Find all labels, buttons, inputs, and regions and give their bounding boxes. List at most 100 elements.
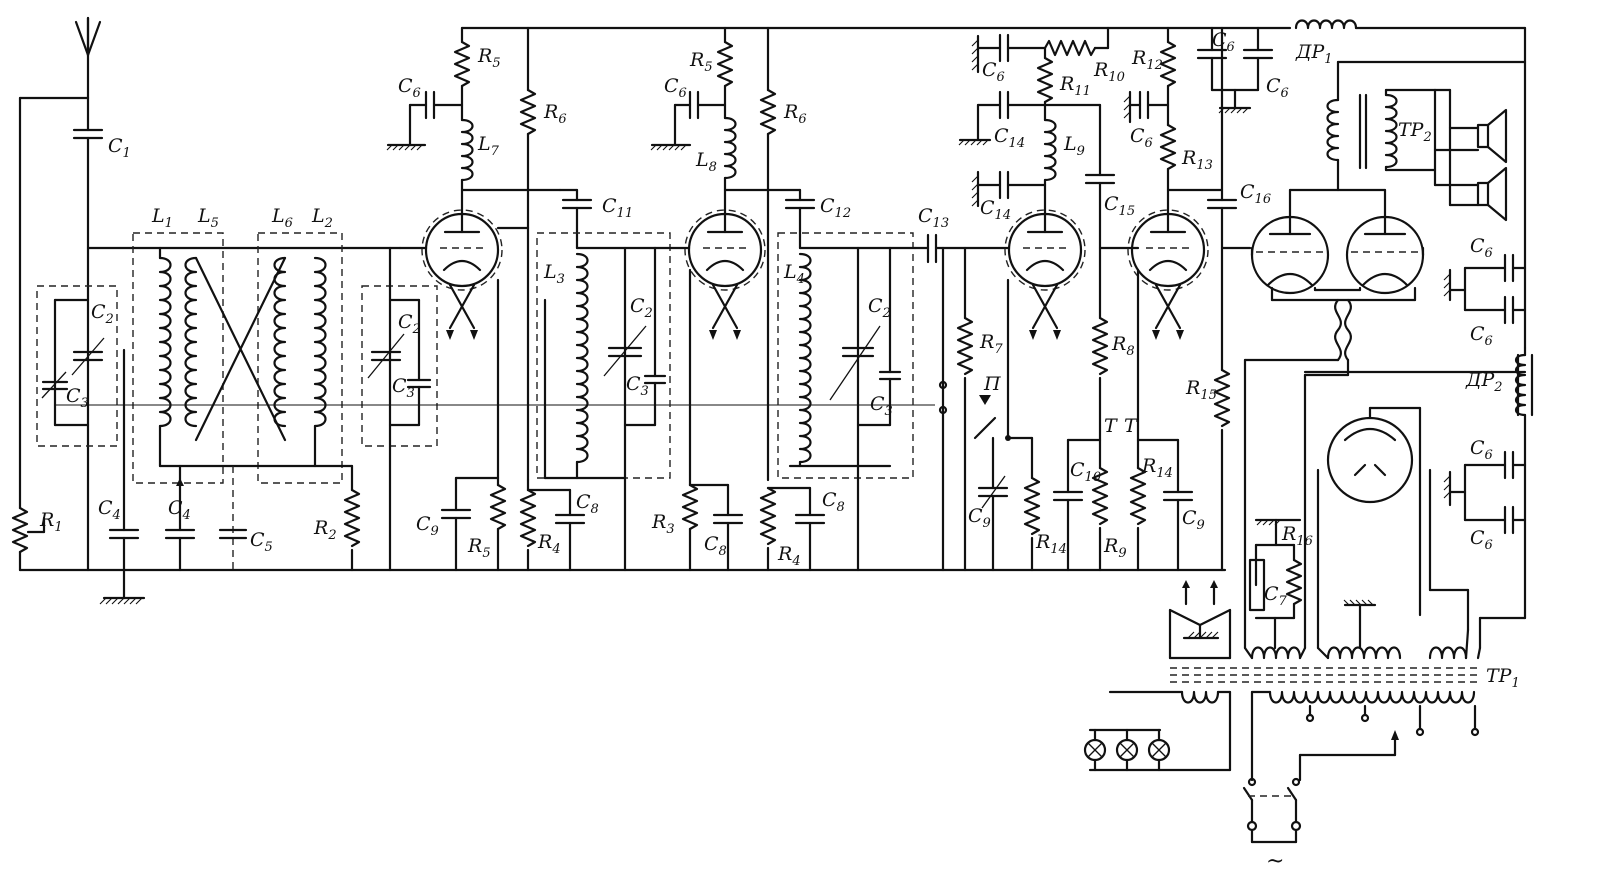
output-transformer-tr2 <box>1326 60 1527 192</box>
capacitor-c6 <box>1463 505 1527 535</box>
variable-capacitor-c2 <box>603 325 647 377</box>
label-c13: C13 <box>918 205 949 231</box>
resistor-r6 <box>519 88 537 136</box>
label-c9: C9 <box>416 513 439 539</box>
coil-l8 <box>723 116 737 217</box>
label-l4: L4 <box>783 261 805 287</box>
vacuum-tube-4 <box>1127 209 1209 340</box>
resistor-r14 <box>1129 438 1147 572</box>
trimmer-capacitor-c9 <box>977 475 1009 572</box>
capacitor-c9 <box>440 476 472 572</box>
label-l1: L1 <box>151 205 173 231</box>
label-c3: C3 <box>626 373 649 399</box>
coil-l9 <box>1043 118 1057 217</box>
variable-capacitor-c2 <box>829 325 881 401</box>
resistor-r3 <box>681 483 699 572</box>
label-c9: C9 <box>1182 507 1205 533</box>
capacitor-c10 <box>1052 438 1084 572</box>
capacitor-c6 <box>1463 295 1527 325</box>
label-c6: C6 <box>1470 235 1493 261</box>
capacitor-c6 <box>1463 253 1527 283</box>
capacitor-c16 <box>1206 26 1238 372</box>
label-r5: R5 <box>689 49 713 75</box>
label-r12: R12 <box>1131 47 1163 73</box>
resistor-r14 <box>1023 436 1041 572</box>
label-l8: L8 <box>695 149 717 175</box>
resistor-r9 <box>1091 466 1109 572</box>
capacitor-c9 <box>1162 438 1194 572</box>
choke-dr2 <box>1514 346 1534 417</box>
lamp-icon <box>1147 738 1171 762</box>
label-l5: L5 <box>197 205 219 231</box>
capacitor-c6 <box>386 90 464 151</box>
label-c6: C6 <box>1470 323 1493 349</box>
resistor-r5 <box>489 483 507 572</box>
resistor-r7 <box>956 316 974 572</box>
label-c6: C6 <box>1470 527 1493 553</box>
trimmer-capacitor-c3 <box>623 246 667 427</box>
label-r15: R15 <box>1185 377 1217 403</box>
label-c2: C2 <box>630 295 653 321</box>
label-r9: R9 <box>1103 535 1127 561</box>
capacitor-c12 <box>784 188 816 250</box>
capacitor-c8 <box>794 486 826 572</box>
capacitor-c6 <box>971 33 1047 74</box>
label-l7: L7 <box>477 133 500 159</box>
label-tr1: ТР1 <box>1486 665 1520 691</box>
coil-l1 <box>158 246 172 468</box>
capacitor-c14 <box>971 170 1047 208</box>
label-r5: R5 <box>477 45 501 71</box>
power-transformer-tr1 <box>1170 646 1480 704</box>
variable-capacitor-c2 <box>71 337 105 376</box>
capacitor-c6 <box>1242 26 1274 92</box>
label-c8: C8 <box>576 491 599 517</box>
trimmer-capacitor-c3 <box>388 298 432 427</box>
label-t: T <box>1124 415 1138 437</box>
label-t: T <box>1104 415 1118 437</box>
capacitor-c7 <box>1248 558 1266 612</box>
label-c8: C8 <box>822 489 845 515</box>
label-c2: C2 <box>91 301 114 327</box>
label-c12: C12 <box>820 195 851 221</box>
label-c10: C10 <box>1070 459 1101 485</box>
label-r4: R4 <box>537 531 561 557</box>
label-c6: C6 <box>1266 75 1289 101</box>
label-l2: L2 <box>311 205 333 231</box>
label-c2: C2 <box>398 311 421 337</box>
resistor-r4 <box>759 486 777 572</box>
resistor-r16 <box>1285 558 1303 620</box>
label-r8: R8 <box>1111 333 1135 359</box>
rectifier-tube <box>1326 416 1414 504</box>
label-r5: R5 <box>467 535 491 561</box>
coil-l7 <box>460 118 474 217</box>
resistor-r12 <box>1159 26 1177 88</box>
label-r2: R2 <box>313 517 337 543</box>
coil-l2 <box>313 256 327 428</box>
label-c6: C6 <box>1470 437 1493 463</box>
label-c9: C9 <box>968 505 991 531</box>
resistor-r10 <box>1043 26 1110 57</box>
label-c8: C8 <box>704 533 727 559</box>
label-r1: R1 <box>39 509 63 535</box>
resistor-r15 <box>1213 368 1231 572</box>
choke-dr1 <box>1294 19 1358 30</box>
capacitor-c4 <box>108 348 140 572</box>
capacitor-c6 <box>650 90 727 151</box>
label-c7: C7 <box>1264 583 1288 609</box>
label-c4: C4 <box>168 497 191 523</box>
resistor-r6 <box>759 88 777 136</box>
lamp-icon <box>1115 738 1139 762</box>
label-ac: ~ <box>1266 849 1284 874</box>
label-r7: R7 <box>979 331 1003 357</box>
label-r14: R14 <box>1141 455 1173 481</box>
coil-l6 <box>273 256 287 428</box>
label-dr1: ДР1 <box>1295 41 1333 67</box>
trimmer-capacitor-c4 <box>164 464 196 572</box>
mains-switch <box>1242 777 1302 844</box>
resistor-r4 <box>519 478 537 572</box>
label-r6: R6 <box>783 101 807 127</box>
label-c6: C6 <box>398 75 421 101</box>
label-c6: C6 <box>982 59 1005 85</box>
label-l3: L3 <box>543 261 565 287</box>
variable-capacitor-c2 <box>367 333 405 379</box>
